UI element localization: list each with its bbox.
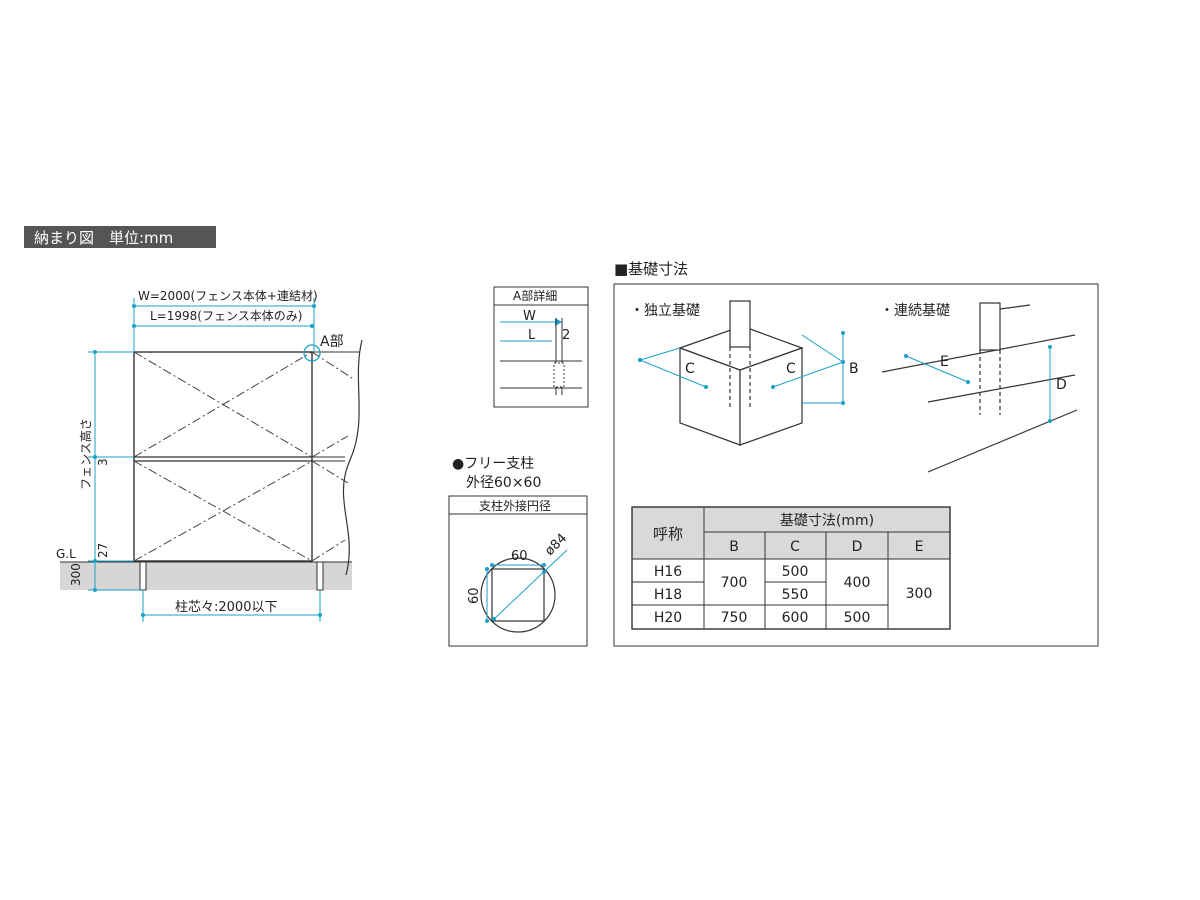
table-col-b: B	[729, 539, 739, 555]
detail-a-w: W	[523, 309, 536, 324]
part-a-label: A部	[320, 334, 344, 350]
post-pitch-label: 柱芯々:2000以下	[175, 600, 277, 615]
bottom-gap-label: 27	[96, 543, 110, 558]
continuous-e: E	[940, 354, 949, 370]
foundation-table: 呼称 基礎寸法(mm) B C D E H16 H18 H20 700 500 …	[631, 506, 951, 630]
row-h16-name: H16	[654, 564, 682, 580]
cell-h16-d: 400	[844, 575, 871, 591]
detail-a-l: L	[528, 328, 536, 343]
cell-h16-b: 700	[721, 575, 748, 591]
independent-label: ・独立基礎	[630, 302, 700, 319]
independent-c-left: C	[685, 361, 695, 377]
free-post: ●フリー支柱 外径60×60 支柱外接円径 60 60 ø84	[448, 456, 588, 647]
length-label: L=1998(フェンス本体のみ)	[150, 309, 302, 323]
cell-h20-d: 500	[844, 610, 871, 626]
table-col-name: 呼称	[653, 525, 683, 543]
independent-b: B	[849, 361, 859, 377]
foundation-title: ■基礎寸法	[614, 260, 688, 278]
ground-band	[60, 562, 352, 590]
mid-gap-label: 3	[96, 458, 110, 466]
row-h20-name: H20	[654, 610, 682, 626]
part-a-marker	[303, 344, 321, 362]
post-dim-top: 60	[511, 549, 528, 564]
detail-a-gap: 2	[562, 328, 570, 343]
detail-a-box: A部詳細 W L 2	[493, 286, 589, 408]
free-post-size: 外径60×60	[466, 475, 541, 491]
post-circumcircle	[480, 557, 556, 633]
continuous-d: D	[1056, 377, 1067, 393]
cell-h20-c: 600	[782, 610, 809, 626]
cell-h16-e: 300	[906, 586, 933, 602]
depth-label: 300	[69, 563, 83, 586]
cell-h16-c: 500	[782, 564, 809, 580]
fence-elevation: A部 W=2000(フェンス本体+連結材) L=1998(フェンス本体のみ) フ…	[56, 289, 363, 622]
row-h18-name: H18	[654, 587, 682, 603]
table-col-d: D	[852, 539, 863, 555]
cell-h20-b: 750	[721, 610, 748, 626]
header-title: 納まり図 単位:mm	[34, 229, 173, 247]
independent-c-right: C	[786, 361, 796, 377]
post-square	[491, 568, 545, 622]
continuous-label: ・連続基礎	[880, 302, 950, 319]
independent-footing	[678, 300, 804, 446]
fence-height-label: フェンス高さ	[78, 418, 93, 490]
post-dim-left: 60	[467, 587, 482, 604]
free-post-title: ●フリー支柱	[452, 456, 534, 472]
gl-label: G.L	[56, 547, 76, 561]
width-label: W=2000(フェンス本体+連結材)	[138, 289, 318, 303]
table-col-group: 基礎寸法(mm)	[780, 512, 874, 529]
table-col-c: C	[790, 539, 800, 555]
free-post-box-title: 支柱外接円径	[479, 498, 551, 513]
detail-a-title: A部詳細	[513, 288, 557, 303]
cell-h18-c: 550	[782, 587, 809, 603]
header-badge: 納まり図 単位:mm	[24, 226, 216, 248]
table-col-e: E	[915, 539, 924, 555]
foundation-section: ■基礎寸法 ・独立基礎 C C B ・連続基礎	[613, 260, 1099, 647]
